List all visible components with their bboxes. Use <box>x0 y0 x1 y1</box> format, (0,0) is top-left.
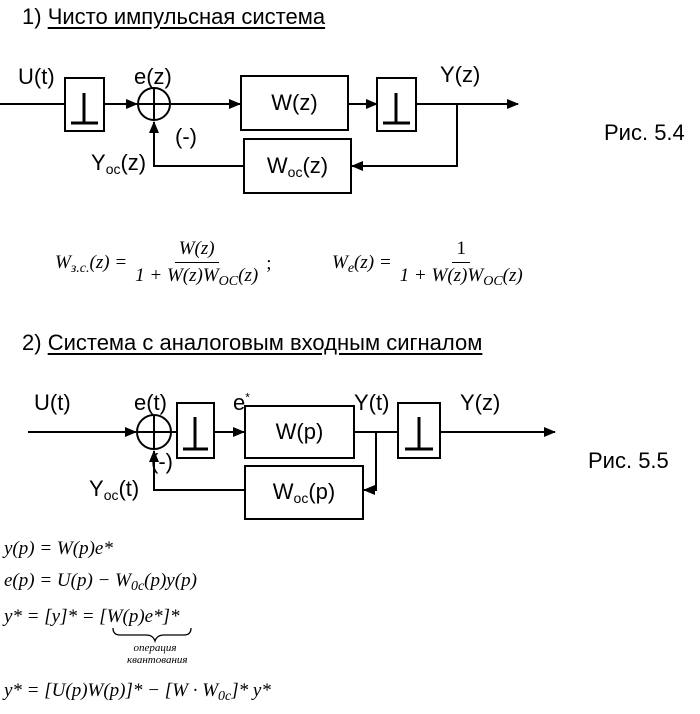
s2-output-label: Y(z) <box>460 390 501 415</box>
section1-heading: 1) Чисто импульсная система <box>22 4 325 30</box>
s1-formula-wzs: Wз.с.(z) = W(z) 1 + W(z)WOC(z) ; <box>55 238 272 289</box>
s1-output-label: Y(z) <box>440 62 481 87</box>
section2-number: 2) <box>22 330 42 355</box>
section2-heading: 2) Система с аналоговым входным сигналом <box>22 330 482 356</box>
s1-sampler-b <box>376 77 417 132</box>
s1-input-label: U(t) <box>18 64 55 89</box>
s2-yt-label: Y(t) <box>354 390 390 415</box>
s1-summing-junction <box>137 87 171 121</box>
s2-feedback-to-sum <box>149 450 244 491</box>
s2-summing-junction <box>136 414 172 450</box>
note-line2: квантования <box>127 654 188 666</box>
s2-feedback-label: Yoc(t) <box>89 476 140 503</box>
s2-estar-label: e* <box>233 390 250 415</box>
s1-feedback-block-label: Woc(z) <box>266 152 329 180</box>
s2-eq2: e(p) = U(p) − W0c(p)y(p) <box>4 570 197 594</box>
note-line1: операция <box>133 642 177 654</box>
s2-forward-block: W(p) <box>244 405 355 459</box>
s1-forward-block: W(z) <box>240 75 349 131</box>
s2-forward-block-label: W(p) <box>275 419 324 444</box>
s2-eq4: y* = [U(p)W(p)]* − [W · W0c]* y* <box>4 680 271 704</box>
s2-quantization-note: операция квантования <box>127 642 188 666</box>
s2-feedback-block: Woc(p) <box>244 465 364 520</box>
s2-figure-caption: Рис. 5.5 <box>588 448 669 473</box>
underbrace <box>112 627 192 644</box>
s1-feedback-block: Woc(z) <box>243 138 352 194</box>
s2-input-label: U(t) <box>34 390 71 415</box>
s1-feedback-line <box>351 104 458 171</box>
section2-title: Система с аналоговым входным сигналом <box>47 330 483 355</box>
section2-lines <box>28 427 556 495</box>
s2-minus-label: (-) <box>151 449 173 474</box>
s1-feedback-to-sum <box>149 121 243 167</box>
s2-feedback-block-label: Woc(p) <box>272 479 336 506</box>
section1-lines <box>0 99 519 171</box>
s2-eq1: y(p) = W(p)e* <box>4 538 113 559</box>
s1-minus-label: (-) <box>175 124 197 149</box>
s2-feedback-line <box>363 432 377 495</box>
s2-error-label: e(t) <box>134 390 167 415</box>
s1-sampler-a <box>64 77 105 132</box>
s1-formula-we: We(z) = 1 1 + W(z)WOC(z) <box>332 238 523 289</box>
s1-figure-caption: Рис. 5.4 <box>604 120 685 145</box>
section1-title: Чисто импульсная система <box>47 4 326 29</box>
s1-feedback-label: Yoc(z) <box>91 150 147 177</box>
s1-forward-block-label: W(z) <box>271 90 318 115</box>
s1-error-label: e(z) <box>134 64 172 89</box>
s2-sampler-a <box>176 402 215 459</box>
s2-eq3: y* = [y]* = [W(p)e*]* <box>4 606 180 627</box>
s2-sampler-b <box>397 402 441 459</box>
section1-number: 1) <box>22 4 42 29</box>
